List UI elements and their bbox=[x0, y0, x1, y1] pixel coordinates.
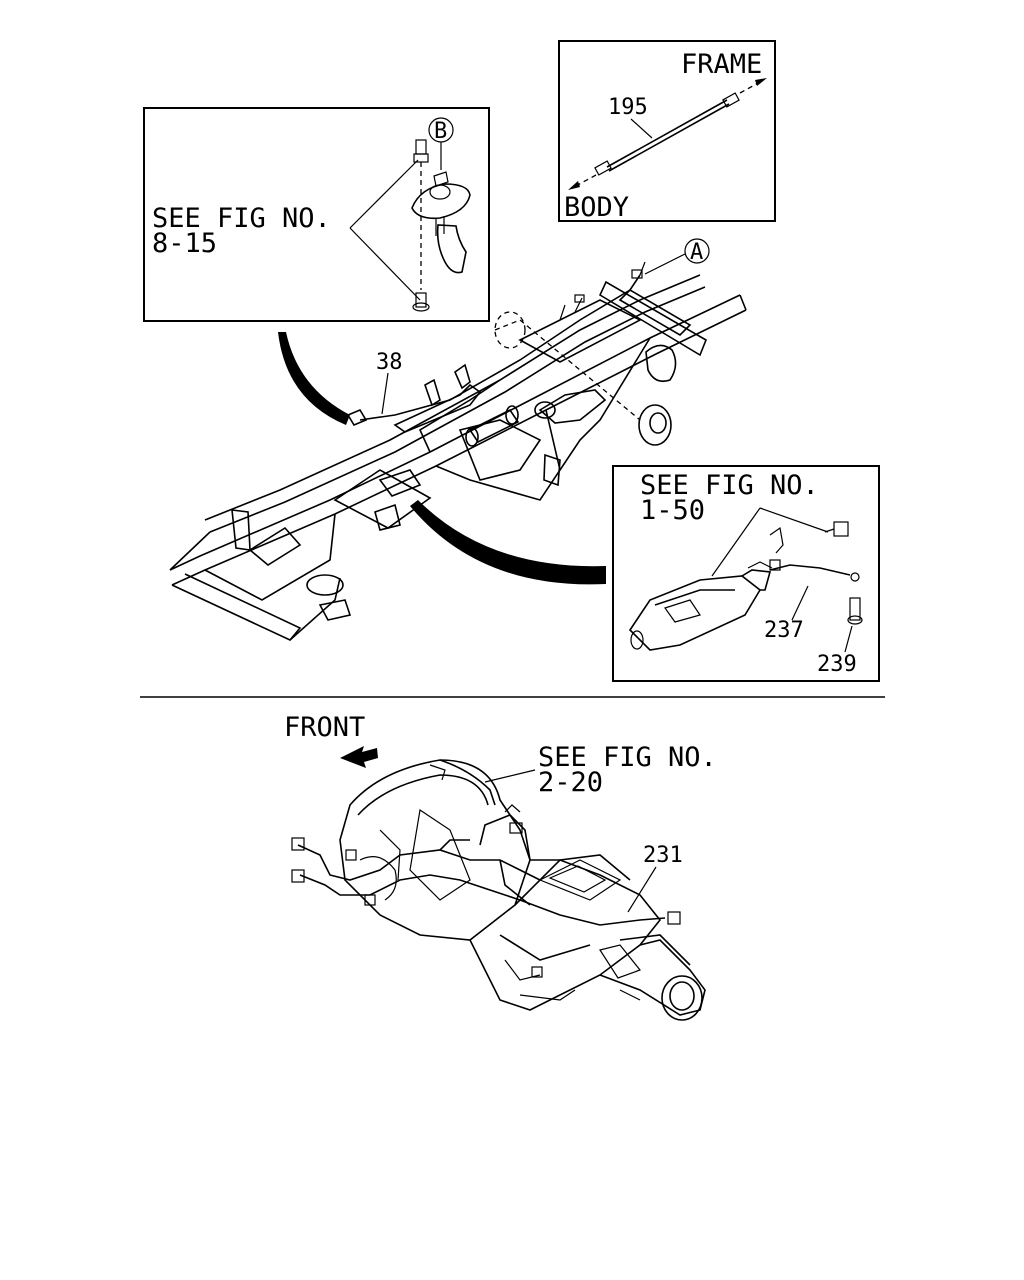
inset-fig-8-15-border bbox=[143, 107, 490, 322]
callout-a: A bbox=[690, 240, 703, 265]
see-fig-8-15-line1: SEE FIG NO. bbox=[152, 203, 331, 234]
part-number-239: 239 bbox=[817, 652, 857, 677]
leader-239 bbox=[844, 625, 853, 653]
body-label: BODY bbox=[564, 192, 629, 223]
see-fig-1-50-line2: 1-50 bbox=[640, 495, 705, 526]
leader-237 bbox=[791, 585, 809, 621]
part-number-237: 237 bbox=[764, 618, 804, 643]
part-number-195: 195 bbox=[608, 95, 648, 120]
inset-fig-8-15: SEE FIG NO. 8-15 B bbox=[143, 107, 490, 322]
bolt-239-icon bbox=[847, 597, 863, 625]
leader-231 bbox=[627, 866, 657, 913]
leader-195 bbox=[630, 118, 653, 139]
see-fig-2-20-line1: SEE FIG NO. bbox=[538, 742, 717, 773]
catalytic-converter-icon bbox=[628, 561, 773, 651]
front-label: FRONT bbox=[284, 712, 365, 743]
see-fig-1-50-line1: SEE FIG NO. bbox=[640, 470, 819, 501]
chassis-frame: 38 A bbox=[169, 238, 747, 641]
part-number-38: 38 bbox=[376, 350, 403, 375]
leader-2-20 bbox=[484, 769, 536, 783]
inset-frame-body-border bbox=[558, 40, 776, 222]
ground-strap-195 bbox=[568, 78, 767, 190]
callout-a-circle bbox=[684, 238, 710, 264]
inset-frame-body: FRAME BODY 195 bbox=[558, 40, 776, 223]
sweep-arrow-lower bbox=[410, 500, 606, 585]
sweep-arrow-upper bbox=[278, 332, 350, 425]
see-fig-8-15-line2: 8-15 bbox=[152, 228, 217, 259]
callout-b: B bbox=[434, 119, 447, 144]
leader-38 bbox=[381, 372, 389, 415]
frame-label: FRAME bbox=[681, 49, 762, 80]
bolt-icon bbox=[412, 139, 430, 312]
nut-icon bbox=[824, 521, 849, 537]
ground-cable-237-icon bbox=[769, 526, 860, 582]
transmission-case-icon bbox=[291, 759, 706, 1021]
front-arrow-icon bbox=[340, 746, 378, 768]
fuel-sender-icon bbox=[411, 171, 471, 274]
see-fig-2-20-line2: 2-20 bbox=[538, 767, 603, 798]
transmission-section: FRONT SEE FIG NO. 2-20 231 bbox=[284, 712, 717, 1021]
part-number-231: 231 bbox=[643, 843, 683, 868]
inset-fig-1-50: SEE FIG NO. 1-50 237 239 bbox=[612, 465, 880, 682]
